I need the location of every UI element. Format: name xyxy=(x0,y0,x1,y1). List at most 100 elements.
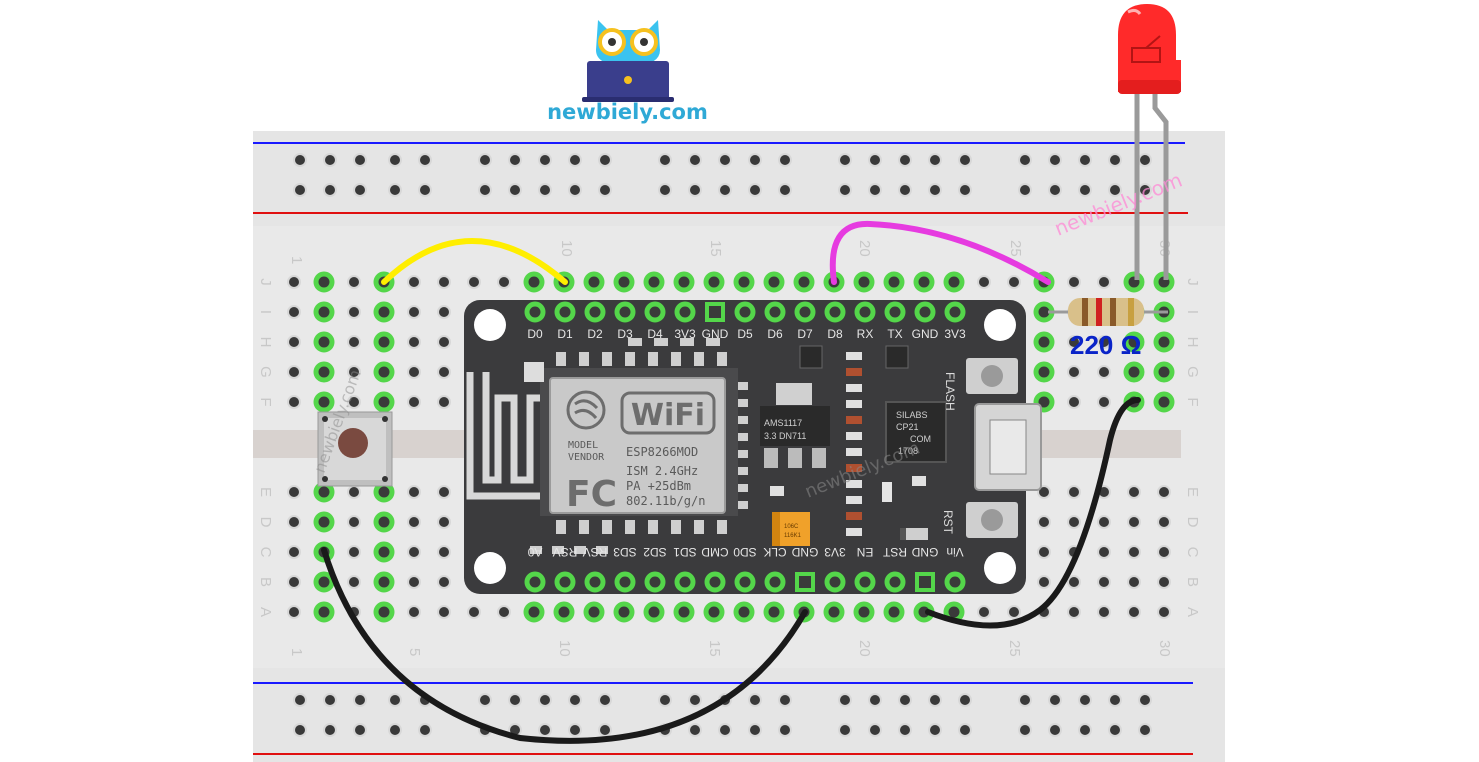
esp8266-module: WiFi MODEL VENDOR ESP8266MOD FC ISM 2.4G… xyxy=(464,300,1042,594)
terminal-hole xyxy=(407,365,421,379)
smd-part xyxy=(912,476,926,486)
rst-label: RST xyxy=(941,510,955,535)
rail-hole xyxy=(1048,723,1062,737)
rail-hole xyxy=(1048,153,1062,167)
rail-hole xyxy=(778,693,792,707)
terminal-hole xyxy=(613,601,635,623)
terminal-hole xyxy=(1127,605,1141,619)
terminal-hole xyxy=(287,545,301,559)
rail-hole xyxy=(688,183,702,197)
row-letter-i-right: I xyxy=(1184,310,1201,314)
header-pin xyxy=(764,571,786,593)
owl-logo-icon xyxy=(582,20,674,102)
pad xyxy=(596,546,608,554)
resistor-label: 220 Ω xyxy=(1070,330,1142,360)
smd-part xyxy=(846,432,862,440)
spec-802: 802.11b/g/n xyxy=(626,494,705,508)
terminal-hole xyxy=(287,395,301,409)
terminal-hole xyxy=(437,335,451,349)
rail-hole xyxy=(388,153,402,167)
bottom-pin-label-7: SD0 xyxy=(733,545,757,559)
terminal-hole xyxy=(1097,515,1111,529)
rail-hole xyxy=(1138,693,1152,707)
rail-hole xyxy=(718,183,732,197)
row-letter-b-left: B xyxy=(257,577,274,587)
rail-hole xyxy=(1018,693,1032,707)
rail-hole xyxy=(868,153,882,167)
terminal-hole xyxy=(373,301,395,323)
terminal-hole xyxy=(733,271,755,293)
rail-hole xyxy=(1108,693,1122,707)
top-pin-label-4: D4 xyxy=(647,327,663,341)
top-pin-label-5: 3V3 xyxy=(674,327,696,341)
header-pin xyxy=(944,301,966,323)
bottom-pin-label-2: RSV xyxy=(583,545,608,559)
header-pin xyxy=(674,301,696,323)
column-numbers-bottom: 1 5 10 15 20 25 30 xyxy=(288,640,1173,657)
pad xyxy=(579,520,589,534)
pad xyxy=(556,352,566,366)
header-pin xyxy=(554,301,576,323)
terminal-hole xyxy=(437,545,451,559)
rail-hole xyxy=(958,723,972,737)
smd-part xyxy=(846,480,862,488)
terminal-hole xyxy=(673,601,695,623)
pad xyxy=(738,433,748,441)
smd-part xyxy=(846,352,862,360)
terminal-hole xyxy=(437,575,451,589)
rail-hole xyxy=(1018,153,1032,167)
usb-chip-label-1: SILABS xyxy=(896,410,928,420)
rail-hole xyxy=(598,153,612,167)
shield-pads xyxy=(530,338,748,554)
terminal-hole xyxy=(407,335,421,349)
header-pin xyxy=(795,572,815,592)
terminal-hole xyxy=(287,335,301,349)
terminal-hole xyxy=(407,275,421,289)
magenta-wire xyxy=(829,220,1051,285)
header-pin xyxy=(524,301,546,323)
col-num-25-bottom: 25 xyxy=(1006,640,1023,657)
header-pin xyxy=(764,301,786,323)
terminal-hole xyxy=(1127,545,1141,559)
rail-hole xyxy=(508,183,522,197)
top-pin-label-6: GND xyxy=(702,327,729,341)
terminal-hole xyxy=(763,601,785,623)
terminal-hole xyxy=(913,271,935,293)
rail-hole xyxy=(568,183,582,197)
col-num-1-bottom: 1 xyxy=(288,648,305,656)
rail-hole xyxy=(898,693,912,707)
bottom-pin-label-1: RSV xyxy=(553,545,578,559)
rail-hole xyxy=(353,183,367,197)
terminal-hole xyxy=(313,391,335,413)
terminal-hole xyxy=(793,271,815,293)
terminal-hole xyxy=(437,515,451,529)
led xyxy=(1118,4,1181,280)
rail-hole xyxy=(748,723,762,737)
terminal-hole xyxy=(1067,365,1081,379)
pad xyxy=(530,546,542,554)
smd-part xyxy=(846,512,862,520)
rail-hole xyxy=(478,693,492,707)
rail-hole xyxy=(778,723,792,737)
terminal-hole xyxy=(313,601,335,623)
col-num-30-bottom: 30 xyxy=(1156,640,1173,657)
top-pin-label-14: 3V3 xyxy=(944,327,966,341)
rail-hole xyxy=(353,723,367,737)
col-num-25-top: 25 xyxy=(1007,240,1024,257)
rail-hole xyxy=(928,153,942,167)
terminal-hole xyxy=(497,605,511,619)
pad xyxy=(602,520,612,534)
rail-hole xyxy=(1018,723,1032,737)
terminal-hole xyxy=(287,365,301,379)
terminal-hole xyxy=(347,575,361,589)
rail-hole xyxy=(353,153,367,167)
terminal-hole xyxy=(1157,605,1171,619)
terminal-hole xyxy=(347,305,361,319)
header-pin xyxy=(554,571,576,593)
usb-chip-label-4: 1708 xyxy=(898,446,918,456)
bottom-pin-label-0: A0 xyxy=(527,545,542,559)
header-pin xyxy=(734,571,756,593)
breadboard xyxy=(253,131,1225,762)
terminal-hole xyxy=(703,601,725,623)
